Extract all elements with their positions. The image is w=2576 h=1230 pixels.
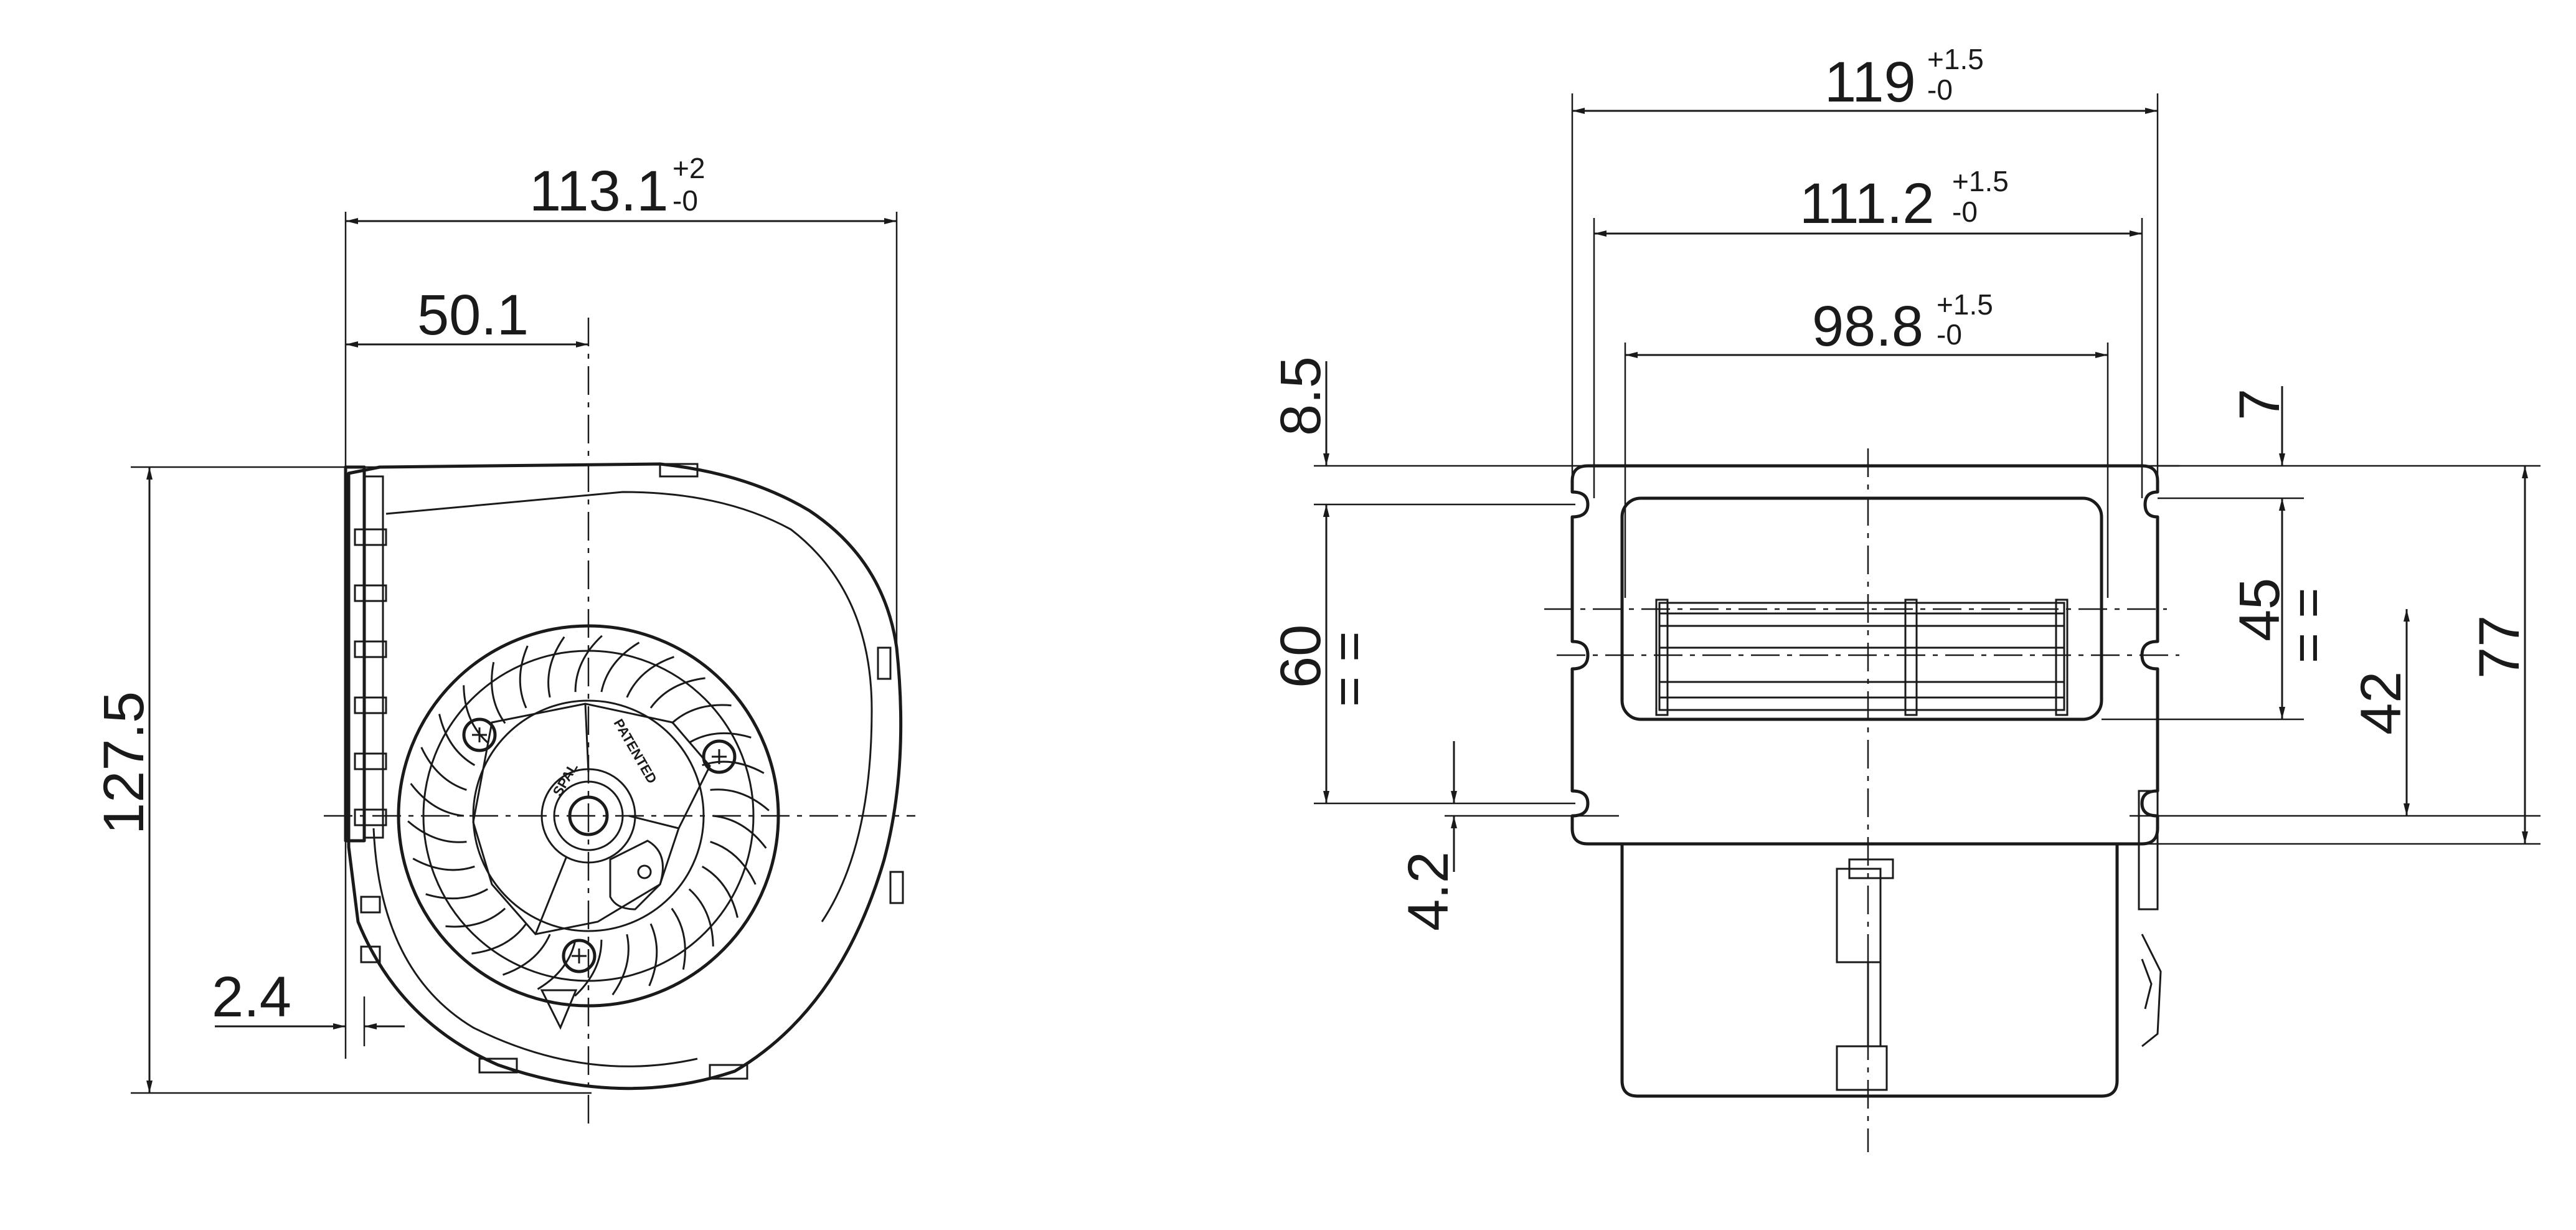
dimension-flange: 2.4 (212, 965, 405, 1029)
impeller-blade (574, 635, 603, 693)
dim-symmetry: = = (2278, 588, 2337, 663)
impeller-blade (671, 704, 732, 724)
dimension-overall-width: 119 +1.5 -0 (1572, 43, 2158, 114)
housing-clips (478, 463, 904, 1080)
dim-tol-minus: -0 (1937, 318, 1962, 351)
dim-value: 60 (1269, 625, 1333, 688)
impeller-blade (425, 888, 488, 900)
dim-value: 111.2 (1800, 172, 1935, 235)
dim-value: 119 (1824, 50, 1916, 114)
impeller-blade (491, 661, 506, 724)
dimension-slot-pitch: 60 = = (1269, 504, 1378, 803)
dim-value: 45 (2228, 578, 2291, 641)
dim-tol-plus: +1.5 (1937, 288, 1993, 321)
impeller-blade (410, 783, 465, 817)
impeller-blade (412, 858, 475, 871)
impeller-blade (519, 645, 529, 709)
flange-tabs (354, 528, 387, 963)
impeller-blade (547, 636, 565, 698)
scroll-tongue (540, 989, 578, 1030)
dimension-overall-height: 77 (2142, 466, 2541, 845)
impeller-blade (702, 760, 765, 774)
impeller-blade (689, 732, 752, 744)
dim-tol-minus: -0 (1927, 73, 1953, 106)
impeller-blade (420, 747, 467, 791)
impeller-blade (648, 923, 658, 986)
impeller-blades (407, 635, 770, 997)
motor-body (1620, 842, 2119, 1098)
dim-value: 2.4 (212, 965, 291, 1029)
right-view: 119 +1.5 -0 111.2 +1.5 -0 98.8 +1.5 -0 8… (1269, 43, 2541, 1152)
impeller-blade (701, 865, 738, 918)
left-view: SPAL PATENTED 113.1 +2 -0 50.1 127.5 (92, 152, 915, 1127)
dimension-outlet-width: 111.2 +1.5 -0 (1594, 165, 2142, 237)
dim-value: 127.5 (92, 691, 156, 835)
dimension-top-right-offset: 7 (2228, 386, 2291, 542)
connector (1836, 790, 2162, 1091)
impeller-blade (611, 934, 630, 996)
scroll-inner-line (385, 491, 873, 922)
dim-symmetry: = = (1319, 632, 1378, 707)
impeller-blade (463, 685, 489, 744)
dimension-outlet-height: 45 = = (2228, 498, 2337, 719)
impeller-blade (710, 841, 757, 885)
impeller-blade (502, 934, 551, 976)
dimension-top-offset: 8.5 (1269, 356, 1333, 548)
dim-tol-minus: -0 (672, 184, 698, 217)
impeller-blade (574, 939, 603, 997)
impeller-blade (407, 820, 467, 843)
dim-value: 42 (2349, 671, 2413, 735)
dim-value: 7 (2228, 389, 2291, 420)
patent-mark: PATENTED (611, 716, 660, 786)
impeller-blade (671, 907, 686, 970)
dim-value: 8.5 (1269, 356, 1333, 436)
dim-tol-minus: -0 (1952, 196, 1978, 228)
dimension-width-113: 113.1 +2 -0 (346, 152, 897, 224)
dim-value: 77 (2468, 615, 2531, 679)
impeller-blade (600, 641, 640, 693)
scroll-housing (347, 462, 903, 1090)
dim-tol-plus: +1.5 (1927, 43, 1984, 75)
brand-mark: SPAL (550, 760, 581, 799)
dim-value: 4.2 (1397, 851, 1460, 931)
dimension-height-127: 127.5 (92, 467, 156, 1093)
impeller-blade (712, 815, 767, 849)
dimension-inner-width: 98.8 +1.5 -0 (1625, 288, 2108, 358)
impeller-side (1655, 598, 2069, 716)
dimension-center-height: 42 (2349, 609, 2413, 816)
impeller-blade (626, 656, 674, 698)
impeller-blade (649, 677, 705, 709)
dimension-shaft-offset: 50.1 (346, 283, 588, 348)
impeller-blade (438, 714, 476, 767)
impeller-blade (445, 907, 506, 928)
screw-icons (462, 717, 737, 973)
dim-tol-plus: +1.5 (1952, 165, 2009, 197)
dim-value: 50.1 (417, 283, 529, 347)
impeller-blade (710, 788, 770, 811)
impeller-blade (688, 888, 714, 947)
dimension-slot-offset: 4.2 (1397, 741, 1460, 931)
impeller-blade (471, 923, 527, 955)
impeller-blade (537, 939, 577, 990)
dim-value: 113.1 (529, 159, 668, 223)
motor-plate (472, 703, 711, 935)
dim-value: 98.8 (1812, 295, 1923, 358)
dim-tol-plus: +2 (672, 152, 705, 184)
scroll-inner-bottom (372, 828, 698, 1067)
